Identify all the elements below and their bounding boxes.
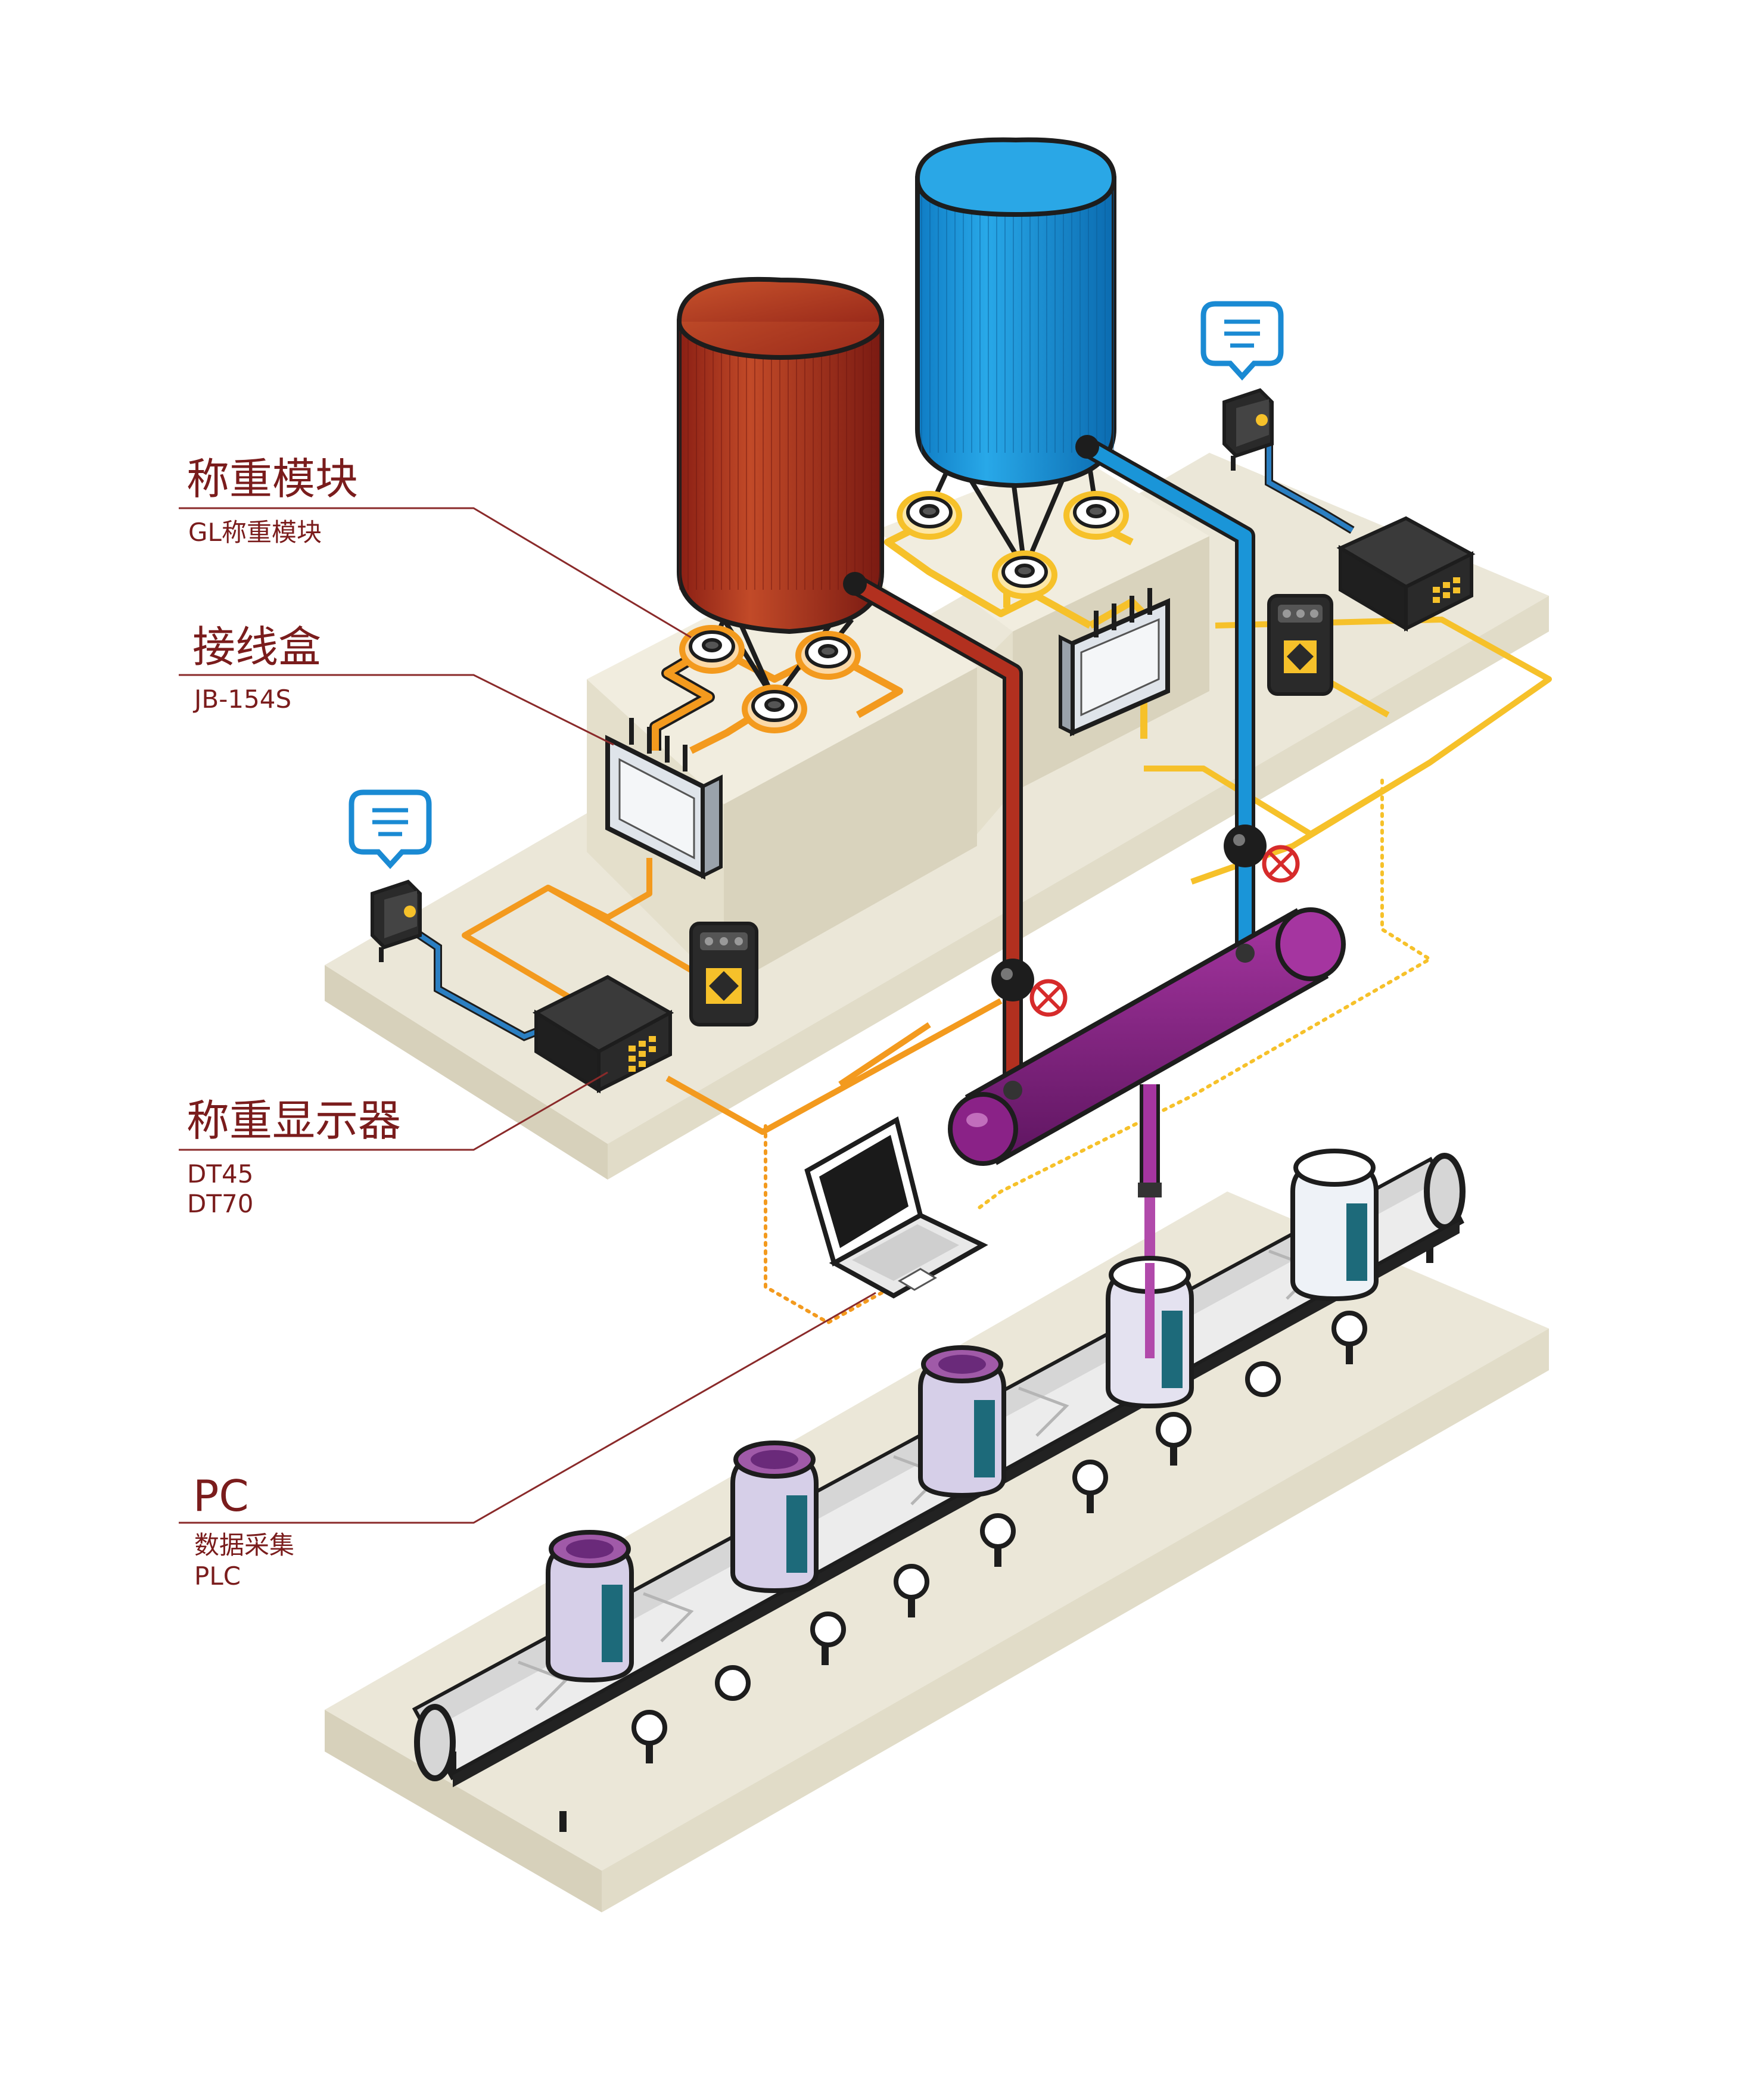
jar-5-empty	[1290, 1149, 1379, 1302]
purple-manifold	[948, 907, 1346, 1197]
sensor-box-icon	[371, 388, 1274, 962]
lower-platform	[325, 1192, 1549, 1912]
handheld-indicator-icon	[689, 594, 1333, 1026]
display-title: 称重显示器	[186, 1096, 402, 1146]
red-pipe	[850, 575, 1023, 1090]
pc-subtitle-1: 数据采集	[194, 1530, 295, 1560]
signal-wiring	[462, 521, 1552, 1324]
valve-icon	[843, 435, 1300, 1017]
pc-subtitle-2: PLC	[194, 1561, 241, 1591]
jars	[546, 1149, 1379, 1683]
blue-storage-tank	[914, 137, 1117, 571]
junction-box-title: 接线盒	[192, 622, 322, 672]
speech-bubble-icon	[349, 301, 1284, 869]
jar-4-filling	[1106, 1256, 1194, 1409]
pc-title: PC	[193, 1471, 249, 1521]
leader-lines	[179, 507, 876, 1524]
load-cell-subtitle: GL称重模块	[188, 518, 322, 547]
sensor-cables	[409, 419, 1355, 1041]
load-cell-title: 称重模块	[186, 454, 359, 504]
jar-2	[730, 1441, 819, 1594]
junction-box-icon	[605, 588, 1170, 880]
blue-pipe	[1082, 438, 1255, 953]
weighing-display-icon	[532, 516, 1476, 1094]
jar-1	[546, 1530, 634, 1683]
jar-3	[918, 1345, 1006, 1498]
laptop-icon	[804, 1116, 988, 1299]
display-model-1: DT45	[187, 1159, 254, 1189]
junction-box-subtitle: JB-154S	[194, 685, 292, 714]
load-cell-icon	[679, 491, 1129, 733]
display-model-2: DT70	[187, 1189, 254, 1218]
